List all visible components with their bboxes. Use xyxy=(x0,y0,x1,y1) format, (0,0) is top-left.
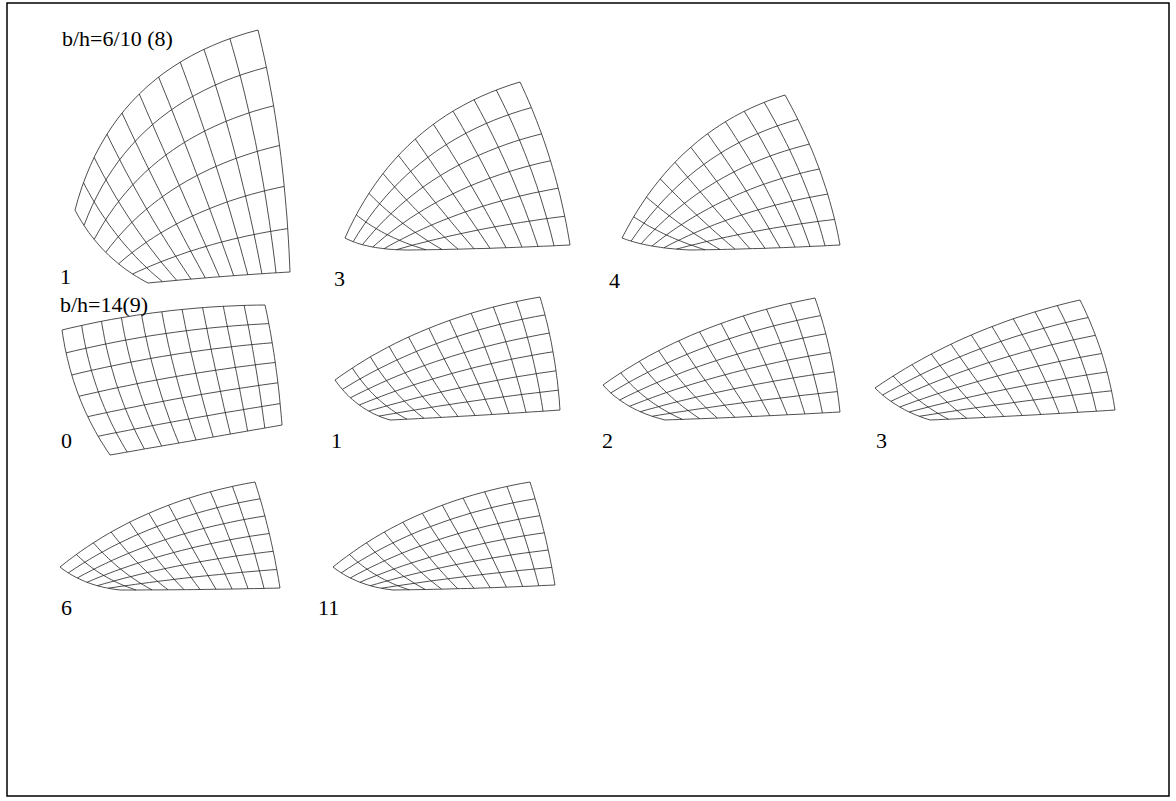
mesh-surface xyxy=(875,300,1115,420)
ratio-heading: b/h=14(9) xyxy=(60,294,148,316)
panel-number: 6 xyxy=(61,597,72,619)
mesh-surface xyxy=(335,297,560,420)
panel-number: 3 xyxy=(334,268,345,290)
mesh-surface xyxy=(345,82,570,250)
panel-number: 1 xyxy=(60,266,71,288)
panel-number: 3 xyxy=(876,430,887,452)
mesh-surface xyxy=(333,482,555,590)
mesh-group xyxy=(60,30,1115,590)
panel-number: 4 xyxy=(609,270,620,292)
panel-number: 1 xyxy=(331,430,342,452)
panel-number: 2 xyxy=(602,430,613,452)
ratio-heading: b/h=6/10 (8) xyxy=(62,28,173,50)
panel-number: 11 xyxy=(318,597,339,619)
mesh-surface xyxy=(603,298,840,420)
mesh-surface xyxy=(60,482,280,590)
mesh-surface xyxy=(622,95,840,250)
figure-frame xyxy=(7,3,1169,796)
panel-number: 0 xyxy=(61,430,72,452)
mesh-surface xyxy=(62,305,282,455)
mesh-surface xyxy=(75,30,290,283)
